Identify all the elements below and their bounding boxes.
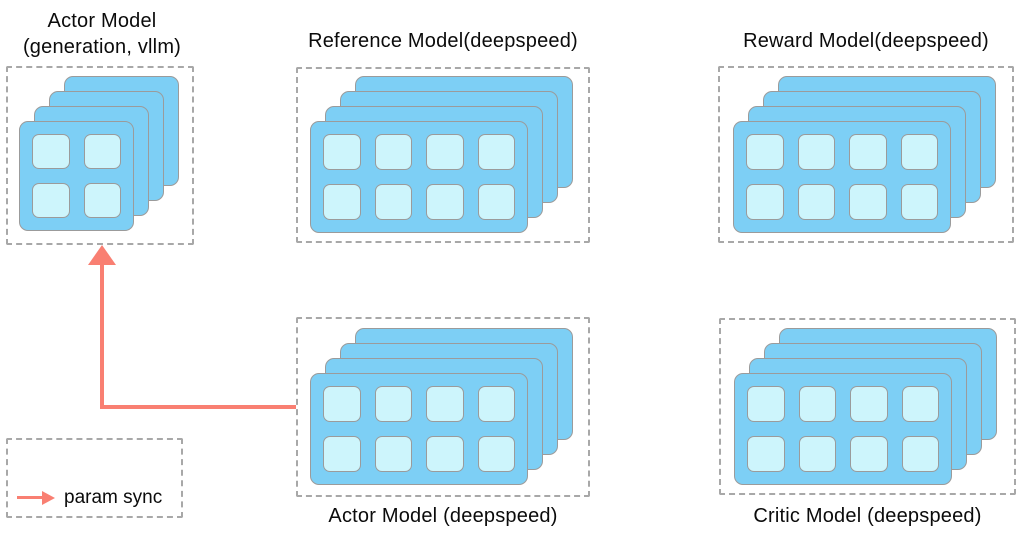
gpu-card-stack-critic <box>734 328 997 485</box>
legend-box: param sync <box>6 438 183 518</box>
model-shard-card <box>734 373 952 485</box>
model-boundary-reference <box>296 67 590 243</box>
arrow-vertical-line <box>100 262 104 409</box>
model-boundary-critic <box>719 318 1016 495</box>
gpu-cell <box>477 436 515 472</box>
gpu-cell <box>746 184 784 220</box>
gpu-cell <box>850 386 888 422</box>
gpu-cell <box>426 184 464 220</box>
gpu-cell <box>850 436 888 472</box>
gpu-cell <box>323 386 361 422</box>
gpu-cell <box>374 436 412 472</box>
gpu-cell <box>32 183 70 218</box>
model-label-actor-train: Actor Model (deepspeed) <box>328 505 558 527</box>
gpu-cell <box>746 134 784 170</box>
arrow-head-up-icon <box>88 245 116 265</box>
gpu-cell <box>374 386 412 422</box>
gpu-cell <box>901 386 939 422</box>
gpu-cell <box>849 184 887 220</box>
arrow-horizontal-line <box>100 405 296 409</box>
gpu-cell <box>323 134 361 170</box>
gpu-cell <box>477 386 515 422</box>
model-label-critic: Critic Model (deepspeed) <box>753 505 982 527</box>
gpu-cell <box>901 436 939 472</box>
gpu-cell <box>798 386 836 422</box>
gpu-card-stack-actor-train <box>310 328 573 485</box>
gpu-cell <box>323 184 361 220</box>
gpu-cell <box>83 183 121 218</box>
gpu-cell <box>426 386 464 422</box>
model-boundary-actor-generation <box>6 66 194 245</box>
gpu-cell <box>83 134 121 169</box>
gpu-cell <box>426 436 464 472</box>
model-boundary-reward <box>718 66 1014 243</box>
gpu-cell <box>374 134 412 170</box>
gpu-cell <box>900 134 938 170</box>
gpu-card-stack-actor-generation <box>19 76 179 231</box>
gpu-cell <box>798 436 836 472</box>
gpu-cell <box>797 134 835 170</box>
legend-label: param sync <box>64 487 163 508</box>
gpu-cell <box>426 134 464 170</box>
model-shard-card <box>310 121 528 233</box>
gpu-cell <box>747 386 785 422</box>
gpu-card-stack-reward <box>733 76 996 233</box>
gpu-cell <box>374 184 412 220</box>
gpu-cell <box>747 436 785 472</box>
gpu-cell <box>323 436 361 472</box>
model-shard-card <box>19 121 134 231</box>
legend-arrow-head-icon <box>42 491 55 505</box>
gpu-cell <box>477 134 515 170</box>
gpu-cell <box>797 184 835 220</box>
gpu-cell <box>900 184 938 220</box>
gpu-card-stack-reference <box>310 76 573 233</box>
model-shard-card <box>310 373 528 485</box>
model-shard-card <box>733 121 951 233</box>
gpu-cell <box>849 134 887 170</box>
model-label-actor-generation: Actor Model (generation, vllm) <box>22 10 182 58</box>
gpu-cell <box>32 134 70 169</box>
model-label-reference: Reference Model(deepspeed) <box>308 30 578 52</box>
model-label-reward: Reward Model(deepspeed) <box>743 30 989 52</box>
legend-arrow-line <box>17 496 43 499</box>
gpu-cell <box>477 184 515 220</box>
model-boundary-actor-train <box>296 317 590 497</box>
